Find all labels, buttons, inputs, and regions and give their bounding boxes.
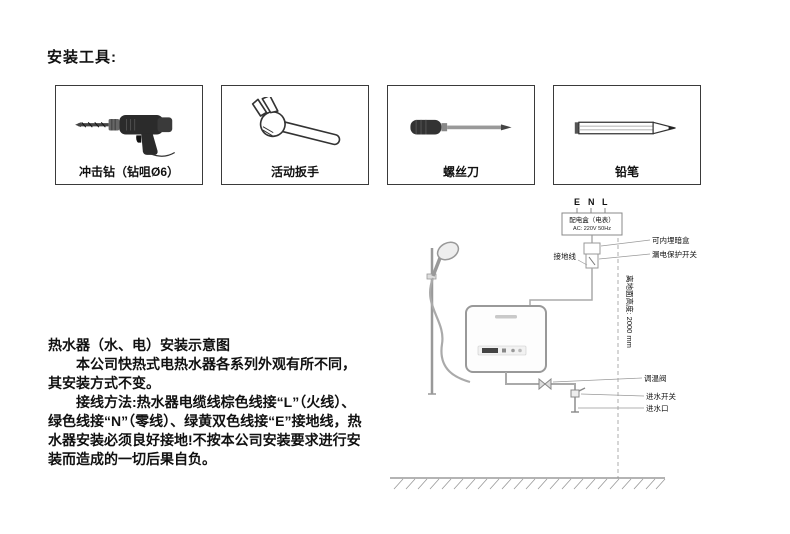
description-para-1: 本公司快热式电热水器各系列外观有所不同，其安装方式不变。	[48, 356, 356, 391]
power-cord	[529, 268, 593, 306]
temp-valve	[538, 377, 552, 391]
power-box-rating: AC: 220V 50Hz	[573, 226, 611, 232]
tool-box-impact-drill: 冲击钻（钻咀Ø6）	[55, 85, 203, 185]
terminal-wires	[576, 208, 606, 213]
tool-label-pencil: 铅笔	[614, 165, 639, 179]
terminal-l-label: L	[602, 197, 608, 207]
tool-label-adjustable-wrench: 活动扳手	[270, 165, 319, 179]
power-distribution-box: 配电盒（电表） AC: 220V 50Hz	[561, 212, 623, 236]
height-label: 离地面高度: 2000 mm	[625, 275, 635, 348]
tool-box-screwdriver: 螺丝刀	[387, 85, 535, 185]
tool-box-adjustable-wrench: 活动扳手	[221, 85, 369, 185]
impact-drill-icon	[58, 90, 200, 165]
tools-heading: 安装工具:	[47, 49, 117, 66]
mode-button	[518, 348, 522, 353]
leakage-switch-label: 漏电保护开关	[652, 249, 697, 259]
shower-head	[431, 241, 460, 277]
terminal-e-label: E	[574, 197, 580, 207]
tools-row: 冲击钻（钻咀Ø6） 活动扳手	[55, 85, 701, 185]
adjustable-wrench-icon	[224, 90, 366, 165]
power-box-name: 配电盒（电表）	[569, 215, 615, 224]
installation-diagram: E N L 配电盒（电表） AC: 220V 50Hz 可内埋暗盒 漏电保护开关…	[390, 197, 697, 490]
temp-valve-label: 调温阀	[644, 374, 667, 383]
leakage-protector-switch	[585, 253, 599, 269]
hidden-box-leader	[600, 239, 651, 247]
inlet-switch-leader	[580, 393, 645, 397]
ground-wire-label: 接地线	[554, 251, 577, 261]
inlet-label: 进水口	[646, 403, 669, 413]
tool-label-screwdriver: 螺丝刀	[442, 165, 479, 179]
inlet-switch-valve	[570, 387, 586, 398]
tool-label-impact-drill: 冲击钻（钻咀Ø6）	[78, 165, 179, 179]
description-para-2: 接线方法:热水器电缆线棕色线接“L”（火线）、绿色线接“N”（零线）、绿黄双色线…	[48, 394, 362, 467]
hidden-junction-box	[583, 242, 601, 255]
brand-logo	[495, 315, 517, 319]
water-pipes	[505, 372, 586, 413]
temp-valve-leader	[552, 377, 643, 383]
hidden-box-label: 可内埋暗盒	[652, 235, 690, 245]
water-heater-unit	[465, 305, 547, 373]
description-block: 热水器（水、电）安装示意图 本公司快热式电热水器各系列外观有所不同，其安装方式不…	[48, 336, 362, 469]
pencil-icon	[556, 90, 698, 165]
leakage-switch-leader	[598, 253, 651, 260]
terminal-n-label: N	[588, 197, 595, 207]
screwdriver-icon	[390, 90, 532, 165]
shower-hose	[428, 277, 471, 384]
tool-box-pencil: 铅笔	[553, 85, 701, 185]
ground-wire-leader	[577, 259, 588, 266]
inlet-switch-label: 进水开关	[646, 391, 676, 401]
temperature-display	[482, 348, 498, 353]
floor-ground-line	[390, 477, 666, 490]
description-title: 热水器（水、电）安装示意图	[48, 337, 230, 353]
power-button	[511, 348, 515, 353]
shower-assembly	[426, 241, 471, 395]
